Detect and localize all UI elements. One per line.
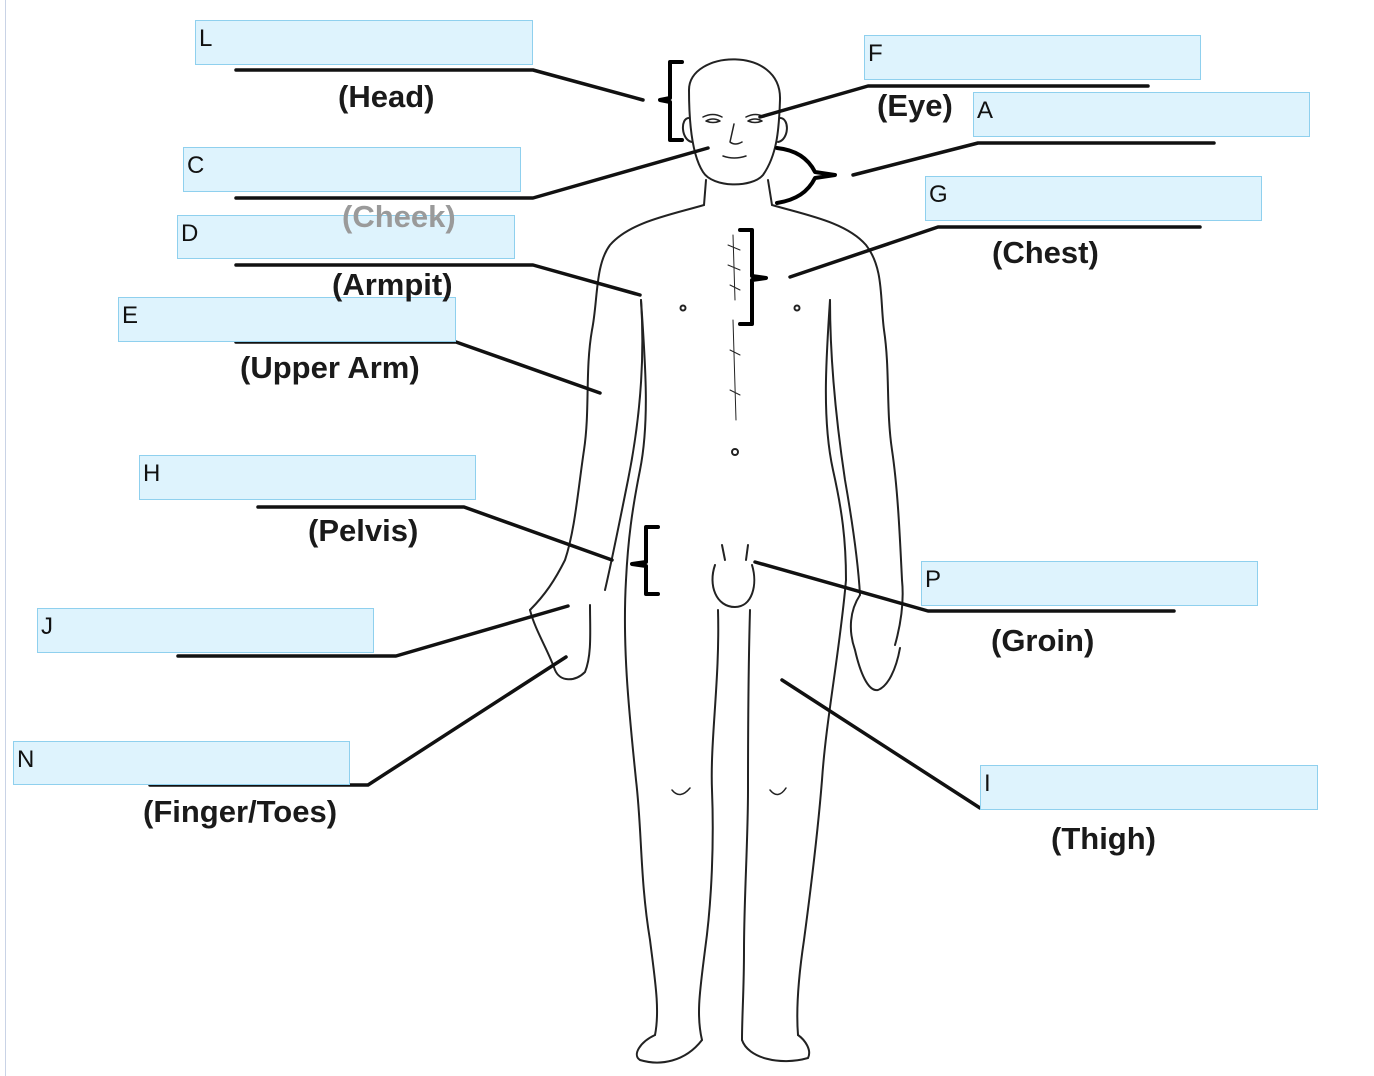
term-armpit: (Armpit) (332, 267, 453, 302)
figure-ear-left (682, 117, 693, 143)
drop-zone-cheek[interactable]: C (183, 147, 521, 192)
drop-zone-thigh[interactable]: I (980, 765, 1318, 810)
drop-zone-groin[interactable]: P (921, 561, 1258, 606)
figure-leg-left-inner (698, 609, 720, 1041)
drop-zone-letter: I (984, 770, 991, 797)
figure-face (702, 113, 765, 159)
figure-waist-left (625, 299, 647, 581)
neck-leader (851, 141, 1216, 177)
figure-genitals (711, 544, 756, 608)
drop-zone-letter: C (187, 152, 205, 179)
drop-zone-letter: H (143, 460, 161, 487)
drop-zone-neck[interactable]: A (973, 92, 1310, 137)
term-finger-toes: (Finger/Toes) (143, 794, 338, 829)
drop-zone-letter: N (17, 746, 35, 773)
head-leader (234, 68, 645, 102)
term-cheek: (Cheek) (342, 199, 456, 234)
figure-torso-right (771, 204, 904, 646)
hand-leader (176, 604, 570, 658)
figure-nipple-right (793, 304, 801, 312)
term-eye: (Eye) (877, 88, 953, 123)
term-chest: (Chest) (992, 235, 1099, 270)
term-groin: (Groin) (991, 623, 1095, 658)
figure-neck-left (703, 179, 707, 206)
figure-nipple-left (679, 304, 687, 312)
drop-zone-letter: A (977, 97, 994, 124)
drop-zone-pelvis[interactable]: H (139, 455, 476, 500)
drop-zone-letter: E (122, 302, 139, 329)
drop-zone-eye[interactable]: F (864, 35, 1201, 80)
figure-hand-left (529, 604, 592, 681)
chest-leader (788, 225, 1202, 279)
figure-head (688, 58, 782, 186)
chest-bracket (738, 228, 768, 326)
drop-zone-letter: L (199, 25, 213, 52)
figure-navel (731, 448, 739, 456)
drop-zone-letter: J (41, 613, 53, 640)
figure-leg-right-outer (796, 579, 847, 1036)
neck-bracket (775, 146, 837, 205)
figure-knee-right (769, 787, 787, 796)
figure-foot-left (635, 1034, 703, 1064)
term-head: (Head) (338, 79, 435, 114)
drop-zone-head[interactable]: L (195, 20, 533, 65)
term-thigh: (Thigh) (1051, 821, 1157, 856)
figure-foot-right (741, 1034, 811, 1063)
drop-zone-letter: F (868, 40, 883, 67)
pelvis-leader (256, 505, 614, 562)
figure-leg-left-outer (623, 579, 659, 1036)
page-edge-rule (5, 0, 6, 1076)
drop-zone-armpit[interactable]: D (177, 215, 515, 259)
armpit-leader (234, 263, 642, 297)
region-brackets (630, 60, 837, 596)
figure-leg-right-inner (741, 609, 751, 1041)
eye-leader (758, 84, 1150, 119)
figure-inner-arm-left (604, 299, 644, 591)
head-bracket (658, 60, 684, 142)
upper-arm-leader (234, 340, 602, 395)
figure-ear-right (777, 117, 788, 143)
drop-zone-letter: D (181, 220, 199, 247)
drop-zone-upper-arm[interactable]: E (118, 297, 456, 342)
human-figure (529, 58, 904, 1064)
figure-torso-left (529, 204, 705, 611)
groin-leader (753, 560, 1176, 613)
figure-neck-right (767, 179, 773, 206)
drop-zone-finger-toes[interactable]: N (13, 741, 350, 785)
drop-zone-letter: P (925, 566, 942, 593)
pelvis-bracket (630, 525, 660, 596)
drop-zone-letter: G (929, 181, 948, 208)
figure-inner-arm-right (829, 299, 861, 596)
finger-leader (148, 655, 568, 787)
drop-zone-chest[interactable]: G (925, 176, 1262, 221)
term-upper-arm: (Upper Arm) (240, 350, 420, 385)
figure-waist-right (824, 299, 847, 581)
cheek-leader (234, 146, 710, 200)
figure-sternum (727, 234, 741, 421)
term-pelvis: (Pelvis) (308, 513, 419, 548)
figure-hand-right (849, 594, 901, 692)
drop-zone-hand[interactable]: J (37, 608, 374, 653)
figure-knee-left (671, 787, 691, 796)
